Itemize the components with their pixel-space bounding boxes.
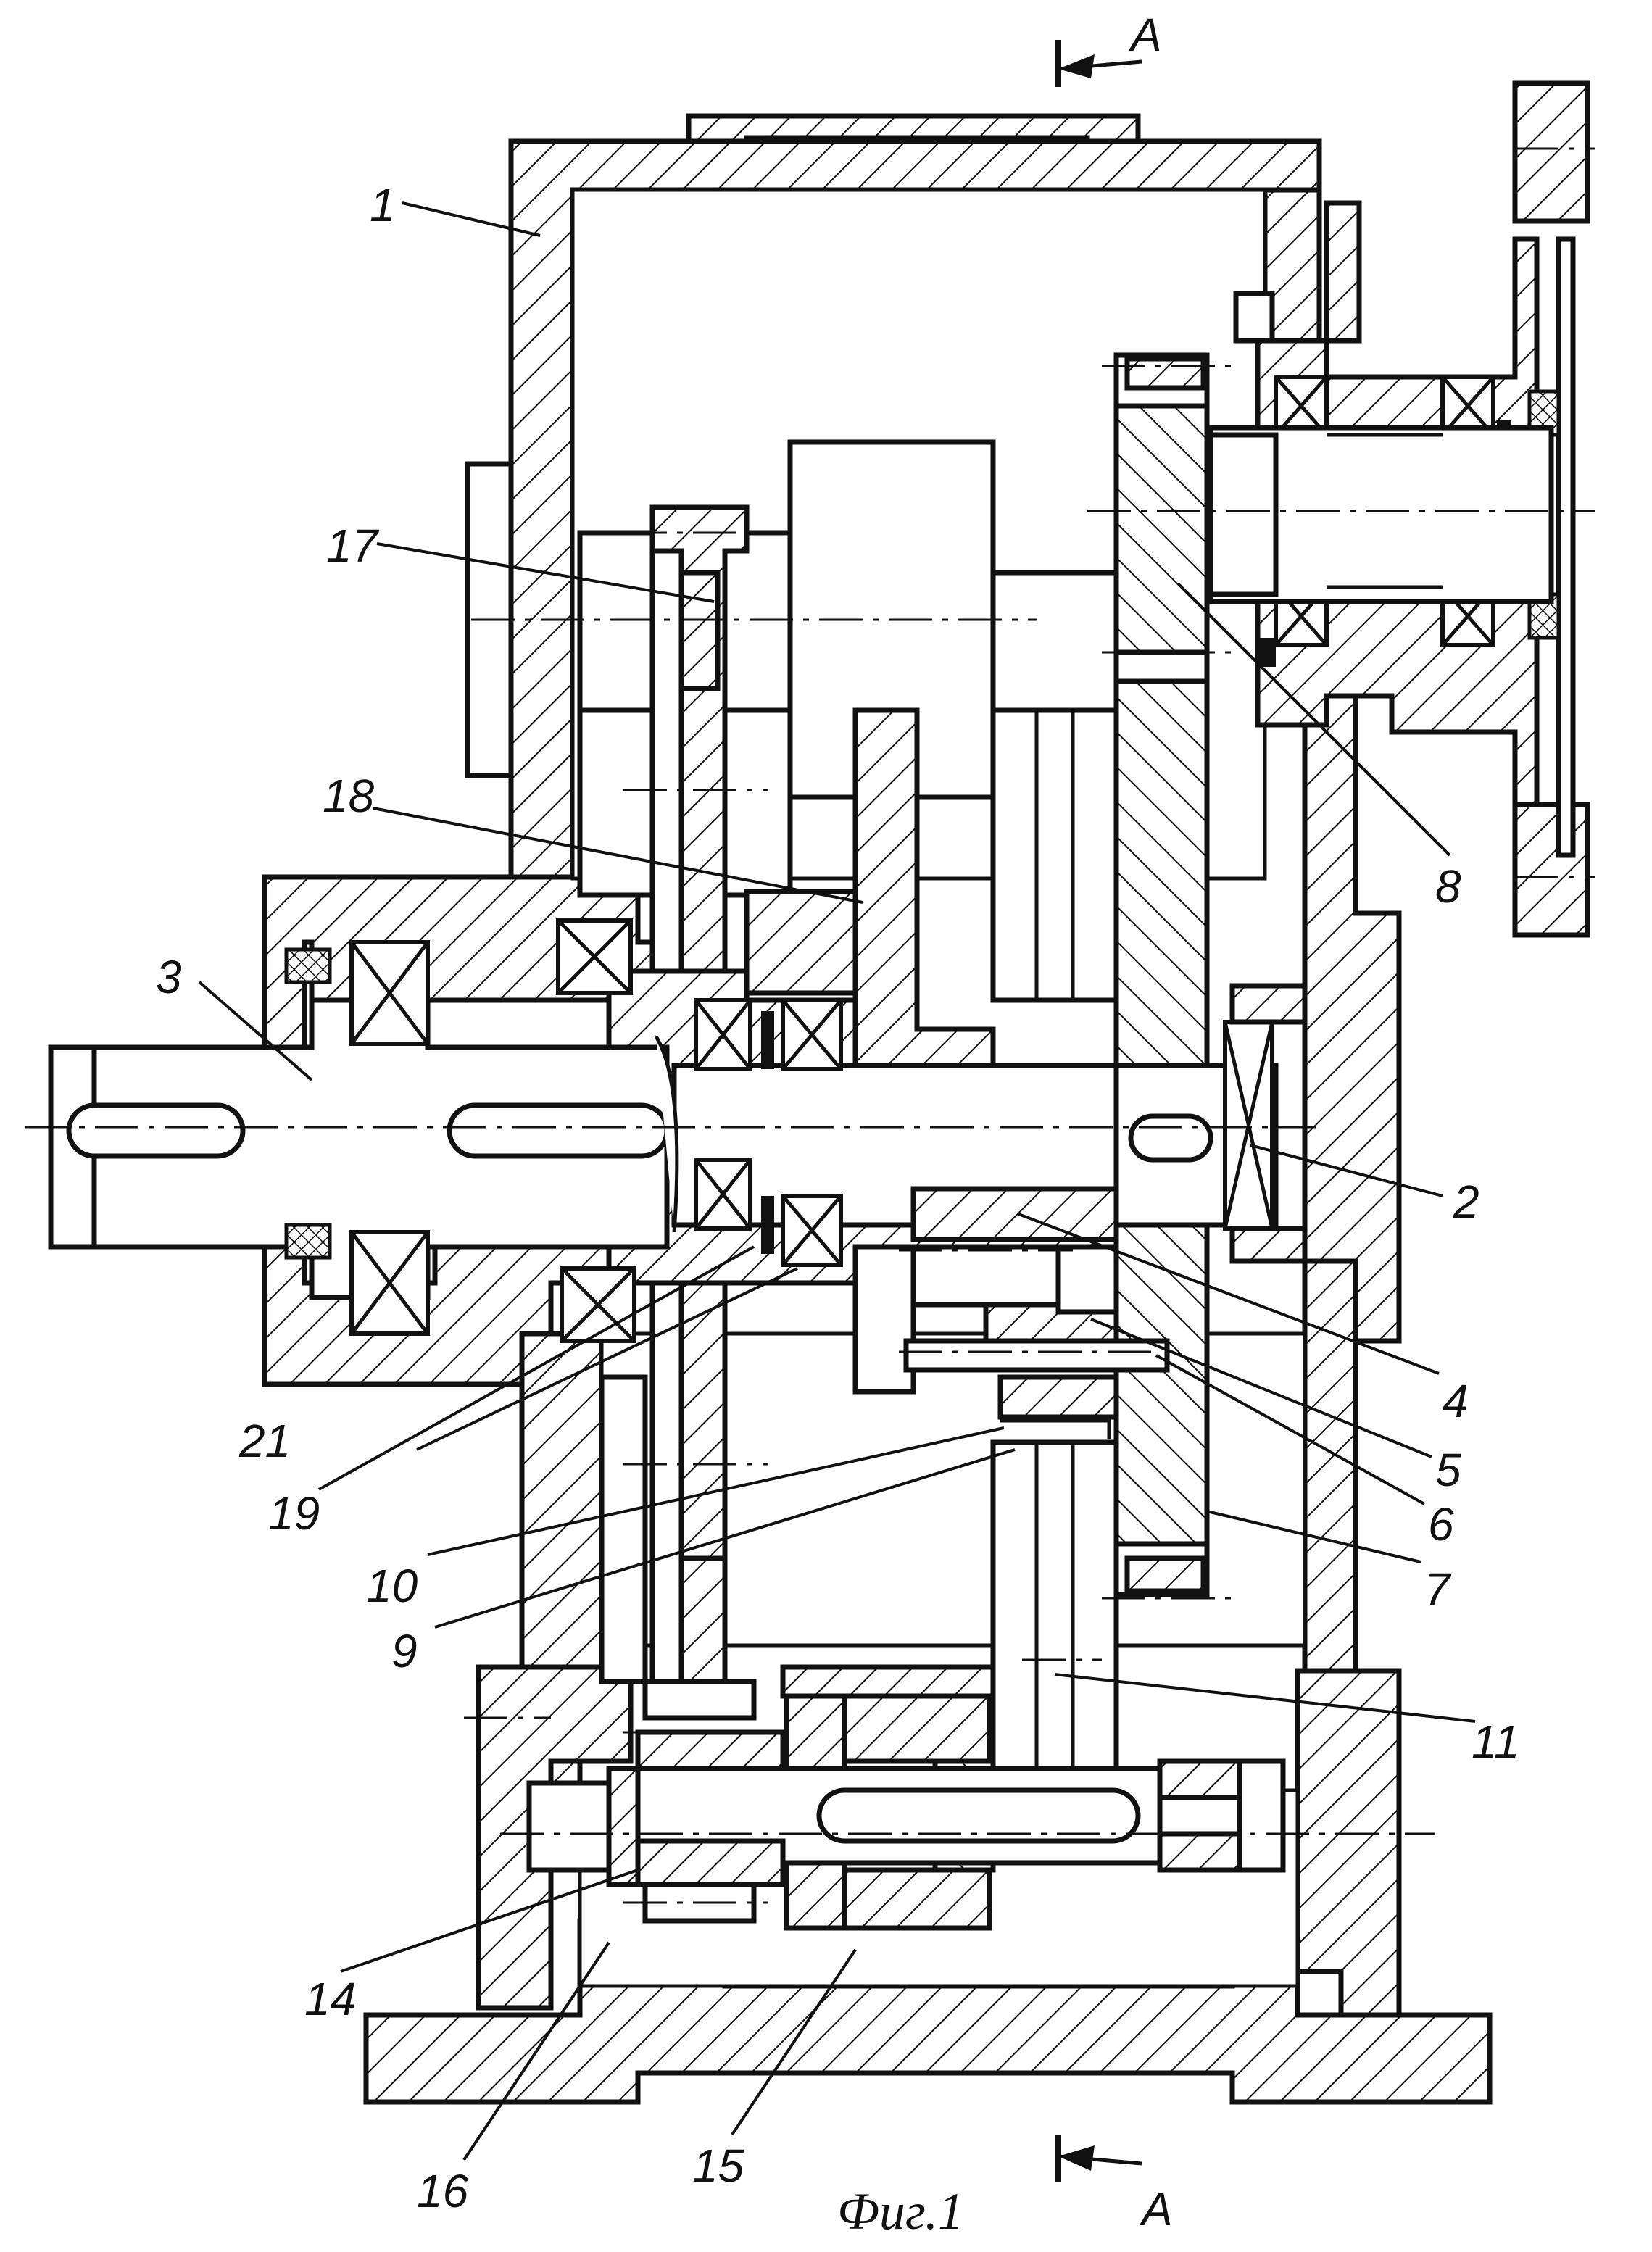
label-part-11: 11 — [1472, 1716, 1519, 1768]
label-part-3: 3 — [156, 951, 182, 1003]
section-marker-bottom: A — [1058, 2135, 1173, 2235]
label-part-19: 19 — [268, 1487, 320, 1540]
figure-caption: Фиг.1 — [837, 2182, 964, 2240]
label-part-2: 2 — [1453, 1176, 1479, 1228]
label-part-5: 5 — [1435, 1444, 1461, 1496]
label-part-7: 7 — [1424, 1563, 1452, 1616]
label-part-6: 6 — [1428, 1498, 1454, 1550]
label-part-10: 10 — [366, 1560, 418, 1612]
label-part-15: 15 — [692, 2140, 744, 2192]
label-part-18: 18 — [323, 770, 375, 822]
section-marker-top: A — [1058, 9, 1162, 87]
label-part-4: 4 — [1443, 1375, 1469, 1427]
section-label-top: A — [1128, 9, 1162, 61]
large-gear — [1116, 355, 1207, 1595]
section-label-bottom: A — [1139, 2183, 1173, 2235]
label-part-17: 17 — [326, 520, 380, 572]
label-part-1: 1 — [370, 179, 396, 231]
label-part-14: 14 — [304, 1973, 356, 2025]
label-part-9: 9 — [391, 1625, 418, 1677]
output-shaft — [1211, 428, 1551, 602]
label-part-16: 16 — [417, 2165, 469, 2217]
label-part-21: 21 — [238, 1415, 291, 1467]
label-part-8: 8 — [1435, 860, 1461, 913]
